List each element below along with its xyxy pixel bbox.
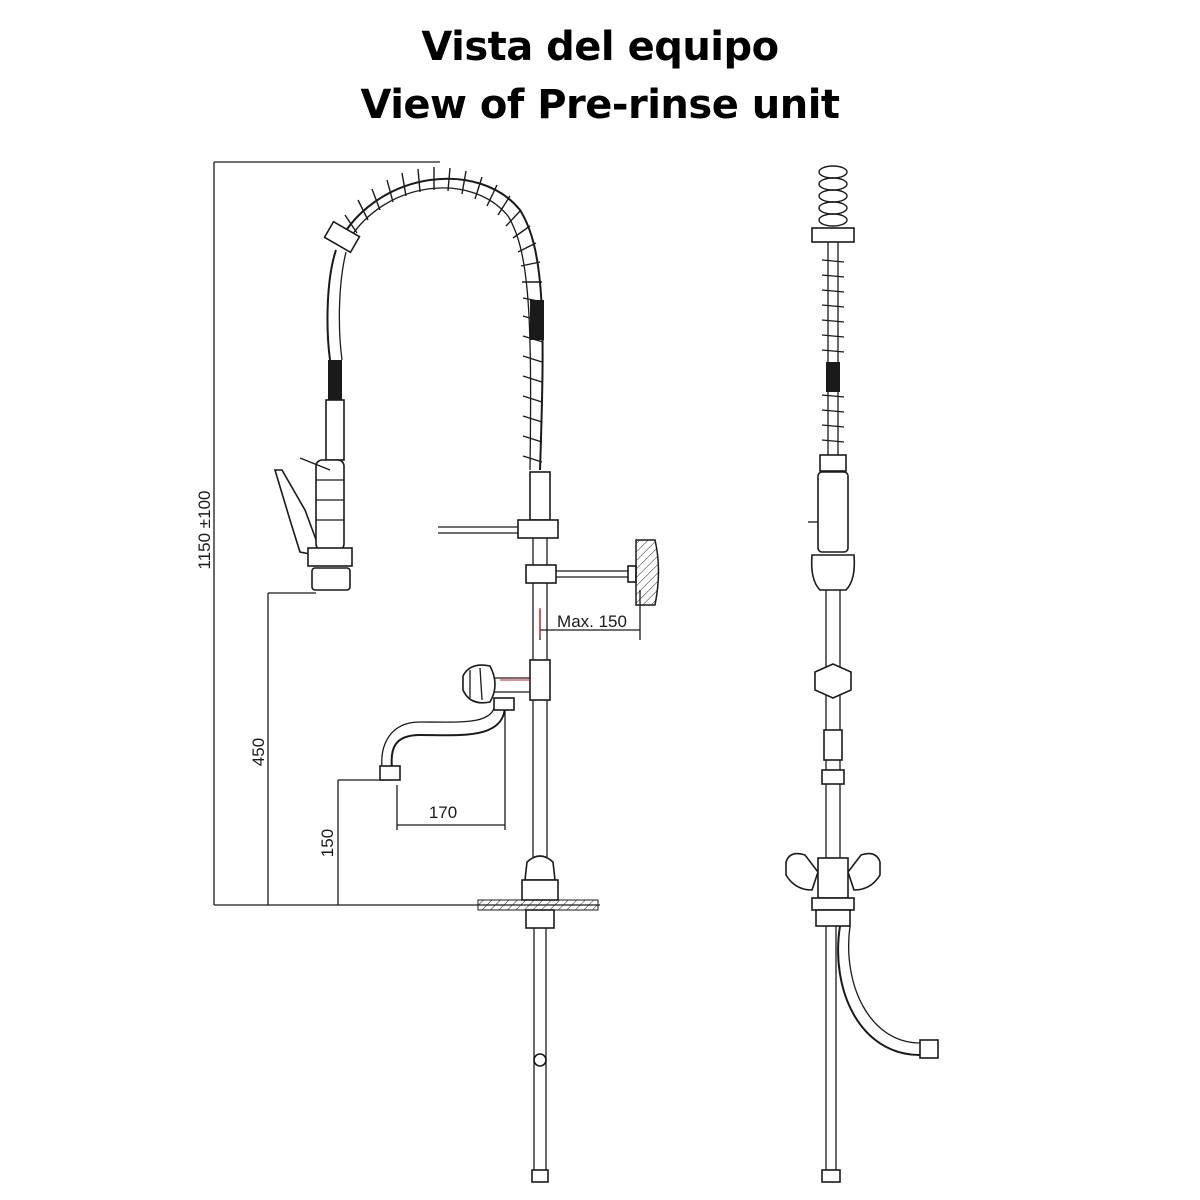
coil-spring-icon xyxy=(344,167,544,463)
dim-total-height: 1150 ±100 xyxy=(195,491,214,570)
title-block: Vista del equipo View of Pre-rinse unit xyxy=(0,18,1200,134)
title-english: View of Pre-rinse unit xyxy=(360,82,840,128)
dim-faucet-reach: 170 xyxy=(429,803,457,822)
valve-tee xyxy=(529,659,551,701)
riser-upper xyxy=(529,471,551,521)
wall-mount xyxy=(635,539,660,606)
spray-nozzle xyxy=(311,567,351,591)
trigger-handle xyxy=(273,469,319,556)
flex-hose-connector xyxy=(919,1039,939,1059)
twin-valve-handles xyxy=(785,852,881,899)
dim-wall-max: Max. 150 xyxy=(557,612,627,631)
dim-spray-height: 450 xyxy=(249,738,268,766)
side-valve-handle-icon xyxy=(814,663,852,699)
front-view xyxy=(273,167,660,1183)
title-spanish: Vista del equipo xyxy=(421,24,779,70)
counter-surface xyxy=(477,899,599,911)
spring-clamp xyxy=(323,220,361,254)
side-grip xyxy=(826,362,840,392)
valve-handle-icon xyxy=(462,664,496,704)
dim-faucet-height: 150 xyxy=(318,829,337,857)
side-view xyxy=(785,165,939,1183)
base-valve xyxy=(524,855,556,881)
side-clamp xyxy=(811,227,855,243)
lower-fitting xyxy=(533,1053,547,1067)
hose-grip xyxy=(328,360,342,400)
spring-grip xyxy=(530,300,544,340)
side-coil-spring-icon xyxy=(818,165,848,227)
dimension-lines xyxy=(213,161,641,906)
spout-tip xyxy=(379,765,401,781)
side-spray-gun xyxy=(817,471,849,553)
